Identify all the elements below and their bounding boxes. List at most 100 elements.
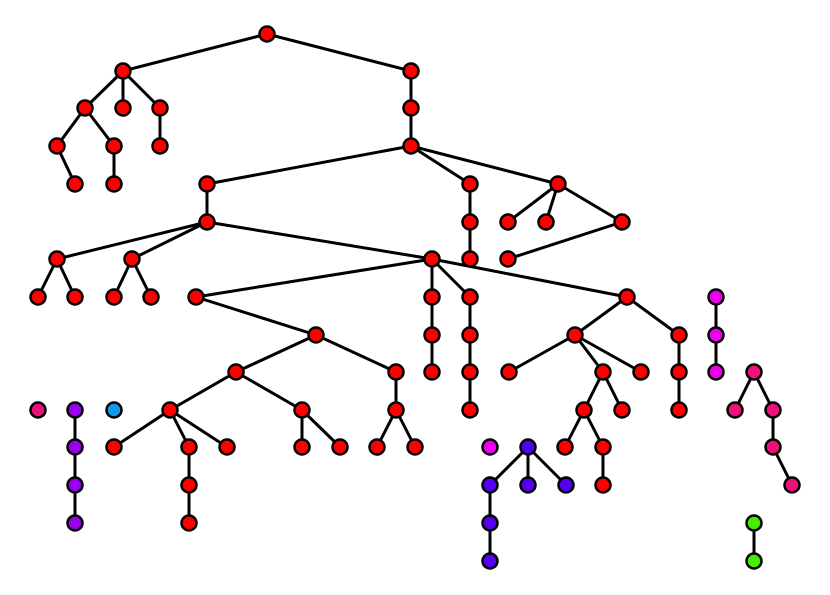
red-tree-node [423, 363, 441, 381]
red-tree-node [461, 401, 479, 419]
red-tree-node [423, 250, 441, 268]
red-tree-node [66, 288, 84, 306]
red-tree-node [566, 326, 584, 344]
pink-tree-node [745, 363, 763, 381]
red-tree-node [670, 401, 688, 419]
indigo-tree-edge [526, 445, 568, 487]
purple-chain-node [66, 514, 84, 532]
red-tree-node [218, 438, 236, 456]
node-layer [29, 25, 801, 570]
red-tree-edge [430, 257, 629, 299]
red-tree-node [387, 363, 405, 381]
pink-tree-node [764, 438, 782, 456]
red-tree-edge [430, 257, 472, 299]
green-pair-node [745, 514, 763, 532]
red-tree-node [293, 401, 311, 419]
red-tree-node [461, 175, 479, 193]
red-tree-node [29, 288, 47, 306]
red-tree-node [105, 175, 123, 193]
green-pair-node [745, 552, 763, 570]
red-tree-node [549, 175, 567, 193]
red-tree-node [198, 213, 216, 231]
red-tree-edge [194, 257, 434, 299]
red-tree-node [187, 288, 205, 306]
red-tree-node [331, 438, 349, 456]
red-tree-node [618, 288, 636, 306]
red-tree-node [48, 137, 66, 155]
red-tree-edge [506, 182, 560, 224]
pink-tree-node [726, 401, 744, 419]
red-tree-node [227, 363, 245, 381]
red-tree-node [670, 363, 688, 381]
red-tree-node [500, 363, 518, 381]
indigo-tree-edge [488, 445, 530, 487]
red-tree-edge [507, 333, 577, 374]
magenta-chain-node [707, 288, 725, 306]
red-tree-node [180, 476, 198, 494]
red-tree-node [423, 288, 441, 306]
red-tree-node [142, 288, 160, 306]
red-tree-node [105, 137, 123, 155]
red-tree-node [123, 250, 141, 268]
red-tree-node [406, 438, 424, 456]
red-tree-node [258, 25, 276, 43]
red-tree-node [402, 137, 420, 155]
red-tree-node [151, 137, 169, 155]
red-tree-edge [573, 295, 629, 337]
red-tree-edge [83, 69, 125, 110]
red-tree-edge [573, 333, 643, 374]
red-tree-edge [121, 32, 269, 73]
red-tree-node [105, 288, 123, 306]
indigo-tree-node [519, 476, 537, 494]
indigo-tree-node [481, 476, 499, 494]
red-tree-node [499, 250, 517, 268]
red-tree-node [461, 326, 479, 344]
red-tree-edge [314, 333, 398, 374]
purple-chain-node [66, 401, 84, 419]
red-tree-node [499, 213, 517, 231]
red-tree-edge [300, 408, 342, 449]
red-tree-node [293, 438, 311, 456]
red-tree-node [594, 476, 612, 494]
red-tree-edge [556, 182, 624, 224]
purple-chain-node [66, 476, 84, 494]
magenta-chain-node [707, 363, 725, 381]
red-tree-edge [205, 144, 413, 186]
red-tree-edge [625, 295, 681, 337]
red-tree-edge [234, 370, 304, 412]
red-tree-node [180, 514, 198, 532]
red-tree-node [423, 326, 441, 344]
red-tree-node [632, 363, 650, 381]
red-tree-node [48, 250, 66, 268]
red-tree-node [461, 213, 479, 231]
red-tree-node [670, 326, 688, 344]
red-tree-node [198, 175, 216, 193]
red-tree-node [613, 213, 631, 231]
red-tree-node [594, 438, 612, 456]
indigo-tree-node [557, 476, 575, 494]
pink-single-node [29, 401, 47, 419]
cyan-single-node [105, 401, 123, 419]
pink-tree-node [783, 476, 801, 494]
red-tree-node [613, 401, 631, 419]
red-tree-node [76, 99, 94, 117]
indigo-tree-node [519, 438, 537, 456]
red-tree-edge [130, 220, 209, 261]
red-tree-node [537, 213, 555, 231]
red-tree-node [402, 62, 420, 80]
red-tree-node [114, 99, 132, 117]
magenta-chain-node [707, 326, 725, 344]
red-tree-node [66, 175, 84, 193]
red-tree-edge [112, 408, 172, 449]
red-tree-edge [194, 295, 318, 337]
red-tree-edge [265, 32, 413, 73]
red-tree-edge [168, 370, 238, 412]
red-tree-edge [234, 333, 318, 374]
purple-chain-node [66, 438, 84, 456]
red-tree-node [114, 62, 132, 80]
magenta-single-node [481, 438, 499, 456]
red-tree-edge [55, 220, 209, 261]
red-tree-edge [168, 408, 229, 449]
indigo-tree-node [481, 552, 499, 570]
